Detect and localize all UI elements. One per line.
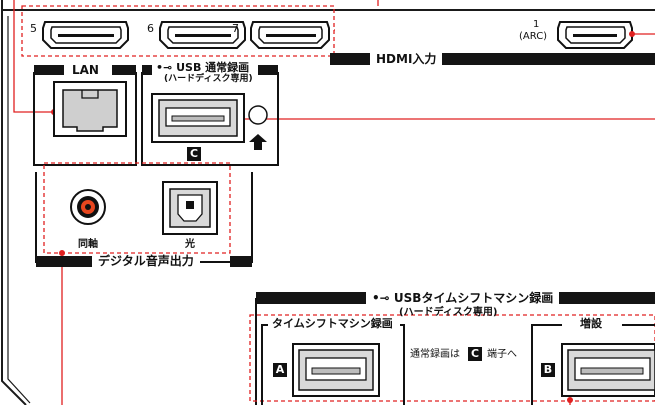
- hdmi-port-6[interactable]: [159, 21, 246, 49]
- audio-group-label: デジタル音声出力: [92, 254, 200, 268]
- hdmi-port-6-label: 6: [147, 22, 154, 35]
- timeshift-note-suffix: 端子へ: [487, 349, 517, 360]
- lan-label: LAN: [72, 63, 99, 77]
- usb-rec-header: •⊸ USB 通常録画: [156, 62, 249, 73]
- chassis-inner-edge: [7, 16, 31, 404]
- usb-timeshift-port-a[interactable]: [292, 343, 380, 397]
- expand-letter-b: B: [541, 363, 555, 377]
- coaxial-port[interactable]: [70, 189, 106, 225]
- usb-rec-letter-badge: C: [187, 147, 201, 161]
- hdmi-group-label: HDMI入力: [370, 52, 443, 66]
- timeshift-box-label: タイムシフトマシン録画: [269, 318, 396, 329]
- hdmi-port-5-label: 5: [30, 22, 37, 35]
- hdmi-group-callout: [21, 5, 335, 57]
- lan-port[interactable]: [53, 81, 127, 137]
- lan-box: [33, 72, 137, 166]
- timeshift-note-letter: C: [468, 347, 482, 361]
- usb-indicator-circle: [248, 105, 268, 125]
- usb-rec-port[interactable]: [151, 93, 245, 143]
- timeshift-letter-a: A: [273, 363, 287, 377]
- coaxial-label: 同軸: [78, 239, 98, 250]
- expand-label: 増設: [577, 318, 605, 329]
- callout-dot-hdmi1: [629, 31, 635, 37]
- up-arrow-icon: [249, 134, 267, 150]
- usb-rec-sublabel: (ハードディスク専用): [164, 74, 253, 84]
- optical-port[interactable]: [162, 181, 218, 235]
- hdmi-port-7[interactable]: [250, 21, 330, 49]
- usb-icon: •⊸: [372, 291, 390, 305]
- timeshift-box: [261, 324, 405, 405]
- timeshift-note-prefix: 通常録画は: [410, 349, 460, 360]
- hdmi-port-1-arc[interactable]: [557, 21, 633, 49]
- hdmi-port-7-label: 7: [232, 22, 239, 35]
- hdmi-port-1-arc-label: (ARC): [519, 31, 548, 42]
- timeshift-header-label: USBタイムシフトマシン録画: [393, 291, 554, 305]
- usb-rec-box: [141, 72, 279, 166]
- audio-group-callout: [43, 162, 231, 254]
- expand-box: [531, 324, 655, 405]
- hdmi-port-1-label: 1: [533, 19, 540, 30]
- timeshift-header: •⊸ USBタイムシフトマシン録画: [366, 291, 560, 305]
- optical-label: 光: [185, 239, 195, 250]
- audio-box: [35, 172, 253, 263]
- hdmi-port-5[interactable]: [42, 21, 129, 49]
- callout-dot-timeshift: [567, 397, 573, 403]
- timeshift-note: 通常録画は: [410, 350, 460, 360]
- usb-icon: •⊸: [156, 61, 173, 74]
- usb-expand-port-b[interactable]: [561, 343, 655, 397]
- chassis-edge-left: [1, 0, 27, 405]
- timeshift-group-callout: [249, 314, 655, 402]
- callout-lines: [13, 0, 655, 405]
- usb-rec-label: USB 通常録画: [176, 61, 250, 74]
- timeshift-sublabel: (ハードディスク専用): [399, 307, 498, 318]
